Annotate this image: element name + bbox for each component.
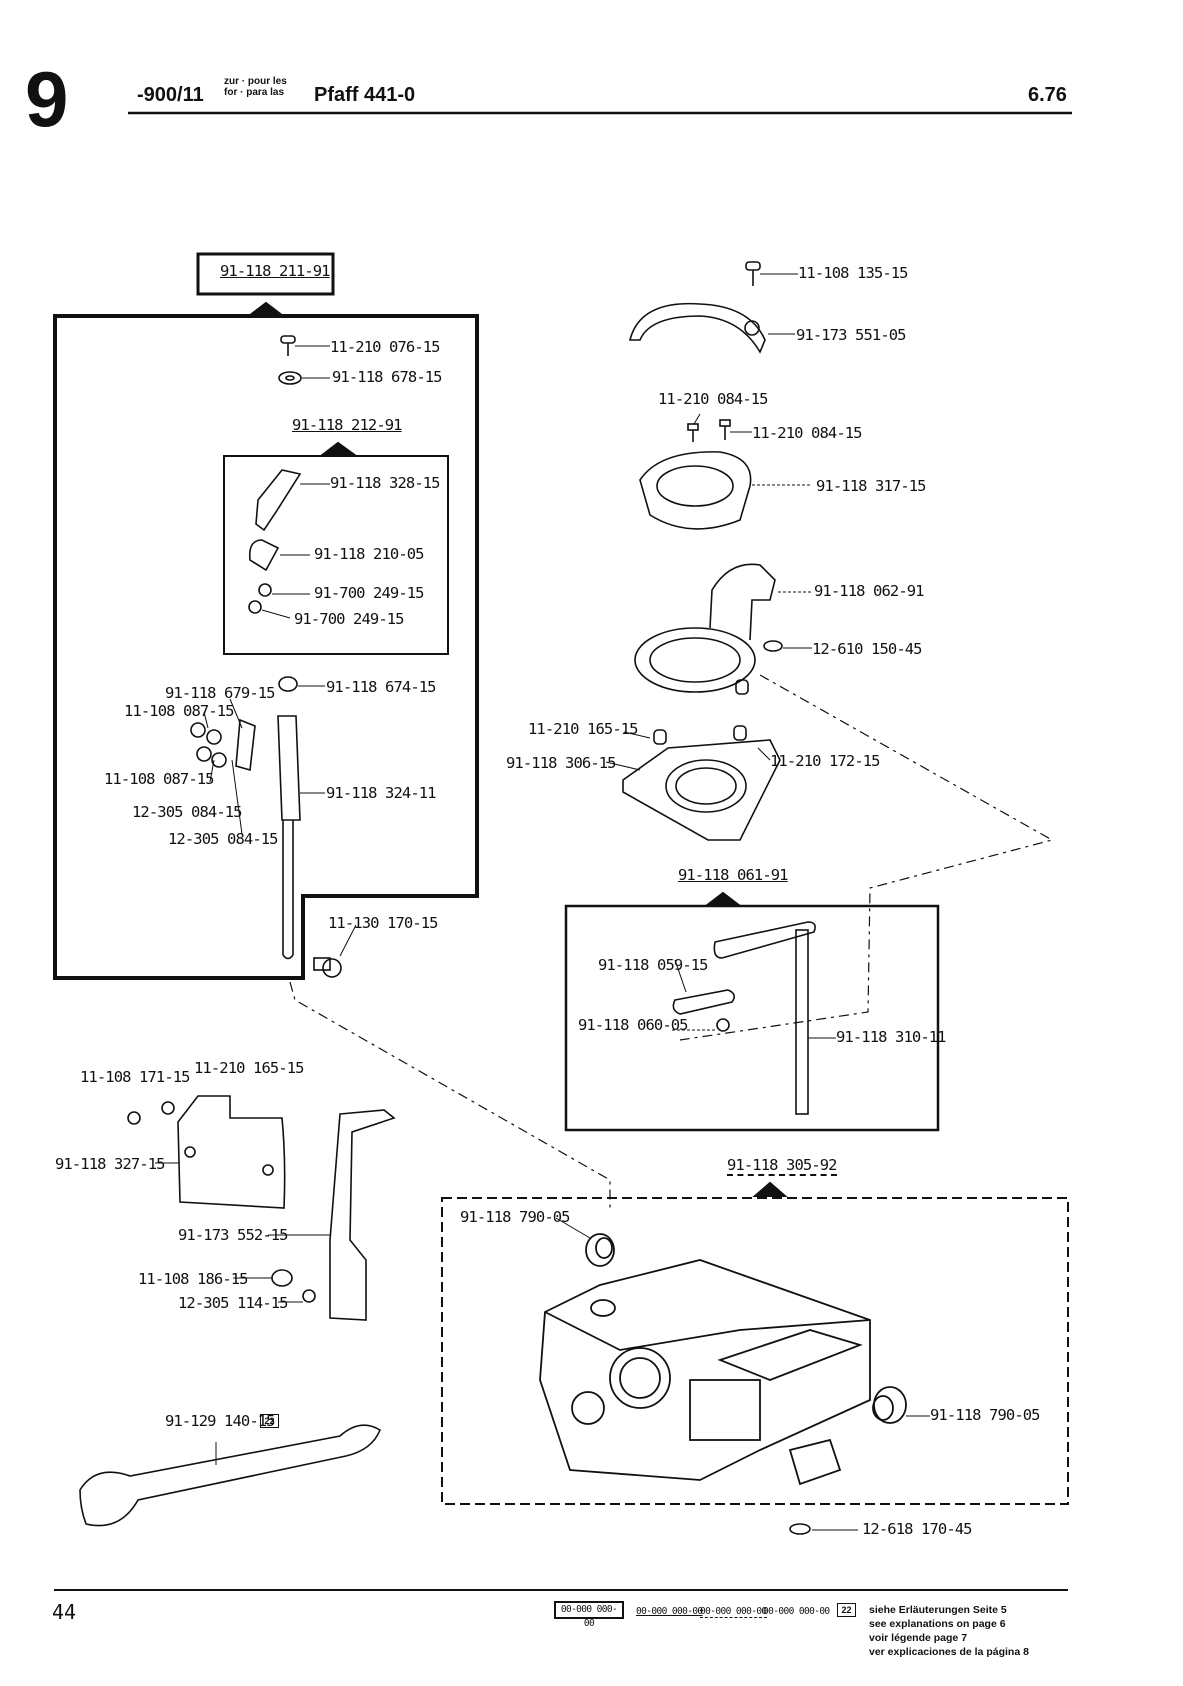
part-label: 91-118 211-91 bbox=[220, 262, 331, 280]
part-label: 12-610 150-45 bbox=[812, 640, 923, 658]
part-label: 12-305 084-15 bbox=[132, 803, 243, 821]
part-label: 91-173 552-15 bbox=[178, 1226, 289, 1244]
edition-date: 6.76 bbox=[1028, 84, 1067, 106]
part-label: 11-210 165-15 bbox=[194, 1059, 305, 1077]
legend-plain-number: 00-000 000-00 bbox=[763, 1606, 830, 1617]
part-label: 91-118 327-15 bbox=[55, 1155, 166, 1173]
connector-right bbox=[679, 674, 1054, 1041]
part-label: 91-700 249-15 bbox=[314, 584, 425, 602]
right-middle-frame bbox=[564, 891, 940, 1132]
part-label: 91-129 140-15 bbox=[165, 1412, 276, 1430]
see-explanations-de: siehe Erläuterungen Seite 5 bbox=[869, 1604, 1007, 1616]
see-explanations-fr: voir légende page 7 bbox=[869, 1632, 968, 1644]
model-code: -900/11 bbox=[137, 84, 204, 106]
legend-boxed-number: 00-000 000-00 bbox=[554, 1601, 624, 1629]
part-label: 11-108 135-15 bbox=[798, 264, 909, 282]
machine-model: Pfaff 441-0 bbox=[314, 84, 416, 106]
part-label: 11-108 186-15 bbox=[138, 1270, 249, 1288]
part-label: 91-173 551-05 bbox=[796, 326, 907, 344]
part-label: 11-210 076-15 bbox=[330, 338, 441, 356]
part-label: 91-118 790-05 bbox=[930, 1406, 1041, 1424]
bottom-left-parts-drawing bbox=[79, 1095, 396, 1527]
part-label: 91-118 324-11 bbox=[326, 784, 437, 802]
part-label: 91-118 317-15 bbox=[816, 477, 927, 495]
part-label: 91-118 678-15 bbox=[332, 368, 443, 386]
plate-drawing bbox=[605, 725, 781, 841]
part-label: 91-118 060-05 bbox=[578, 1016, 689, 1034]
see-explanations-es: ver explicaciones de la página 8 bbox=[869, 1646, 1029, 1658]
see-explanations: siehe Erläuterungen Seite 5 see explanat… bbox=[869, 1603, 1029, 1659]
page-number: 44 bbox=[52, 1600, 77, 1624]
legend-underlined-number: 00-000 000-00 bbox=[636, 1606, 703, 1617]
part-label: 12-305 084-15 bbox=[168, 830, 279, 848]
for-label: zur · pour les for · para las bbox=[224, 76, 287, 98]
bottom-right-frame bbox=[441, 1181, 1069, 1505]
part-label: 91-118 328-15 bbox=[330, 474, 441, 492]
part-label: 12-305 114-15 bbox=[178, 1294, 289, 1312]
explanation-badge: 22 bbox=[260, 1414, 279, 1428]
part-label: 11-210 172-15 bbox=[770, 752, 881, 770]
see-explanations-en: see explanations on page 6 bbox=[869, 1618, 1006, 1630]
base-casting-drawing bbox=[539, 1217, 930, 1486]
screw-drawings-right-upper bbox=[628, 261, 812, 695]
legend-dashed-number: 00-000 000-00 bbox=[700, 1606, 767, 1618]
part-label: 91-118 679-15 bbox=[165, 684, 276, 702]
connector-left bbox=[289, 981, 611, 1210]
part-label: 11-210 165-15 bbox=[528, 720, 639, 738]
part-label: 91-118 061-91 bbox=[678, 866, 789, 884]
part-label: 11-108 087-15 bbox=[104, 770, 215, 788]
part-label: 12-618 170-45 bbox=[862, 1520, 973, 1538]
part-label: 91-118 674-15 bbox=[326, 678, 437, 696]
part-label: 91-118 062-91 bbox=[814, 582, 925, 600]
retaining-ring-drawing bbox=[789, 1523, 811, 1535]
part-label: 91-118 790-05 bbox=[460, 1208, 571, 1226]
section-number: 9 bbox=[25, 55, 69, 143]
for-label-line-2: for · para las bbox=[224, 87, 285, 98]
part-label: 11-210 084-15 bbox=[752, 424, 863, 442]
part-label: 91-700 249-15 bbox=[294, 610, 405, 628]
for-label-line-1: zur · pour les bbox=[224, 76, 287, 87]
legend-badge: 22 bbox=[837, 1603, 856, 1617]
leader-lines-left bbox=[203, 698, 243, 835]
part-label: 91-118 310-11 bbox=[836, 1028, 947, 1046]
part-label: 11-108 171-15 bbox=[80, 1068, 191, 1086]
part-label: 91-118 305-92 bbox=[727, 1156, 838, 1176]
part-label: 11-108 087-15 bbox=[124, 702, 235, 720]
part-label: 91-118 306-15 bbox=[506, 754, 617, 772]
part-label: 91-118 059-15 bbox=[598, 956, 709, 974]
part-label: 11-130 170-15 bbox=[328, 914, 439, 932]
left-assembly-frame bbox=[53, 252, 479, 980]
screw-drawings-left bbox=[190, 335, 357, 978]
part-label: 91-118 210-05 bbox=[314, 545, 425, 563]
part-label: 11-210 084-15 bbox=[658, 390, 769, 408]
part-label: 91-118 212-91 bbox=[292, 416, 403, 434]
